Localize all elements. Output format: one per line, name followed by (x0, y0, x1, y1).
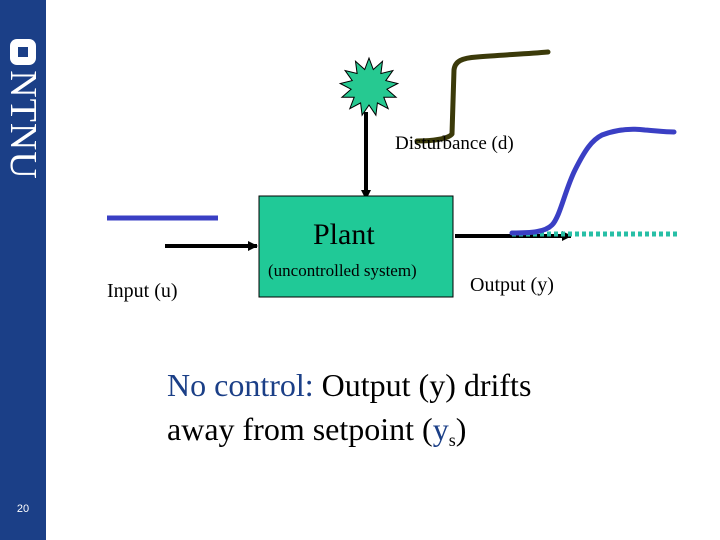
setpoint-subscript: s (448, 430, 456, 450)
caption-line-2-end: ) (455, 411, 467, 447)
ntnu-logo-icon (10, 39, 36, 65)
caption-line-1-rest: Output (y) drifts (313, 367, 532, 403)
caption-highlight: No control: (167, 367, 314, 403)
sidebar: NTNU 20 (0, 0, 46, 540)
disturbance-starburst-icon (338, 56, 400, 117)
disturbance-label: Disturbance (d) (395, 133, 514, 154)
plant-title: Plant (313, 218, 375, 251)
input-label: Input (u) (107, 280, 178, 302)
caption: No control: Output (y) drifts away from … (167, 363, 667, 462)
disturbance-curve (414, 49, 551, 144)
setpoint-symbol: y (432, 411, 449, 447)
plant-subtitle: (uncontrolled system) (268, 261, 417, 280)
caption-line-2: away from setpoint (ys) (167, 407, 667, 462)
output-label: Output (y) (470, 274, 554, 296)
output-curve (509, 126, 677, 236)
page-number: 20 (16, 503, 30, 515)
plant-box (258, 195, 454, 298)
caption-line-1: No control: Output (y) drifts (167, 363, 667, 407)
caption-line-2-start: away from setpoint ( (167, 411, 433, 447)
